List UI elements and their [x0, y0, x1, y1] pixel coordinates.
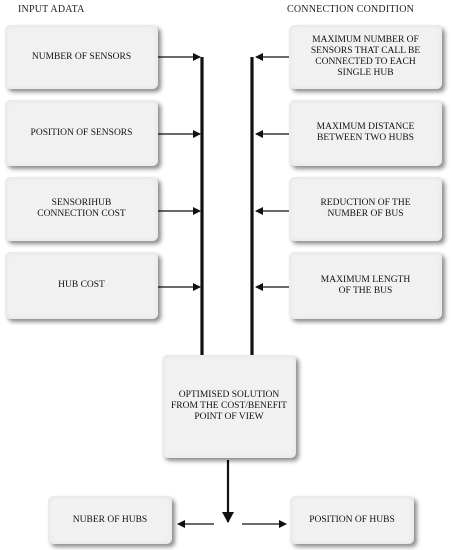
optimised-solution-box: OPTIMISED SOLUTION FROM THE COST/BENEFIT… [162, 355, 296, 458]
solution-label: OPTIMISED SOLUTION FROM THE COST/BENEFIT… [171, 390, 287, 422]
output-box-nuber-of-hubs: NUBER OF HUBS [48, 496, 172, 544]
condition-box-reduction-bus: REDUCTION OF THE NUMBER OF BUS [289, 177, 442, 241]
condition-label-2: MAXIMUM DISTANCE BETWEEN TWO HUBS [316, 122, 415, 143]
input-label-4: HUB COST [58, 280, 105, 290]
output-label-2: POSITION OF HUBS [309, 514, 395, 525]
condition-box-max-length-bus: MAXIMUM LENGTH OF THE BUS [289, 252, 442, 319]
condition-box-max-sensors-per-hub: MAXIMUM NUMBER OF SENSORS THAT CALL BE C… [289, 25, 442, 89]
output-label-1: NUBER OF HUBS [72, 514, 148, 525]
input-box-sensor-hub-connection-cost: SENSORIHUB CONNECTION COST [5, 177, 158, 241]
input-label-2: POSITION OF SENSORS [30, 127, 133, 138]
input-label-1: NUMBER OF SENSORS [31, 51, 132, 62]
condition-label-3: REDUCTION OF THE NUMBER OF BUS [320, 198, 411, 219]
input-box-number-of-sensors: NUMBER OF SENSORS [5, 25, 158, 89]
input-data-heading: INPUT ADATA [18, 4, 85, 15]
condition-label-1: MAXIMUM NUMBER OF SENSORS THAT CALL BE C… [310, 35, 421, 78]
output-box-position-of-hubs: POSITION OF HUBS [290, 496, 414, 544]
condition-label-4: MAXIMUM LENGTH OF THE BUS [320, 274, 411, 296]
connection-condition-heading: CONNECTION CONDITION [287, 4, 415, 15]
input-box-position-of-sensors: POSITION OF SENSORS [5, 100, 158, 166]
input-box-hub-cost: HUB COST [5, 252, 158, 319]
input-label-3: SENSORIHUB CONNECTION COST [37, 198, 126, 219]
condition-box-max-distance-hubs: MAXIMUM DISTANCE BETWEEN TWO HUBS [289, 100, 442, 166]
